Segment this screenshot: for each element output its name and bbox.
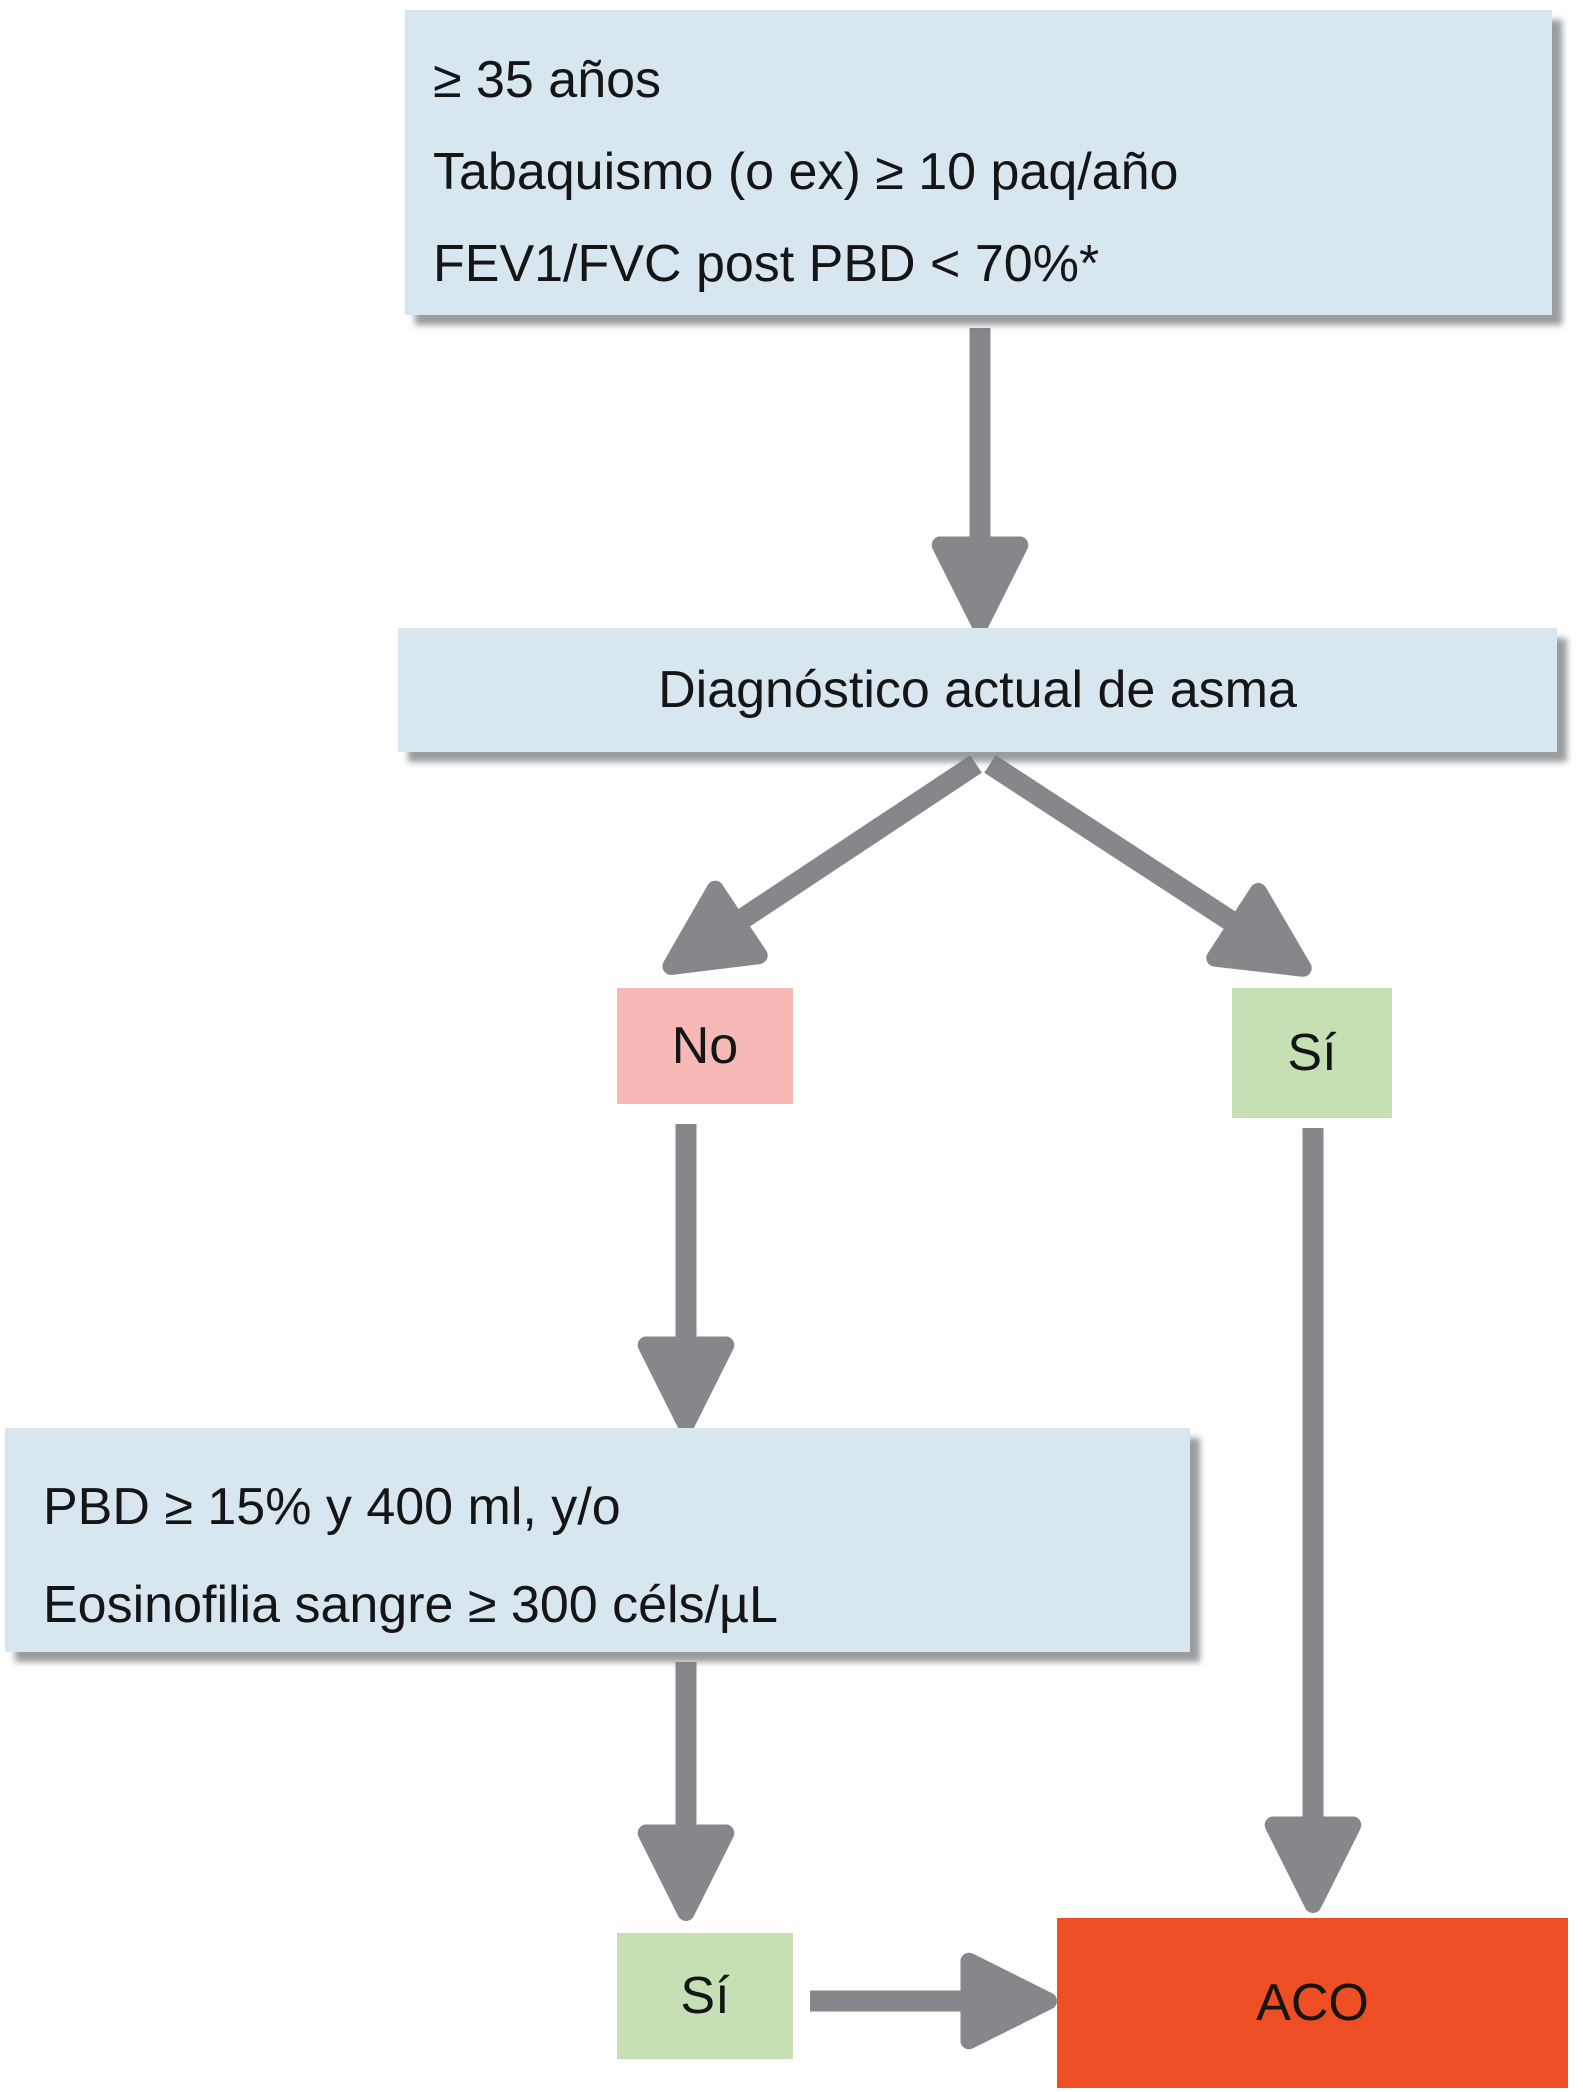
aco-result-box: ACO [1057, 1918, 1568, 2088]
pbd-criteria-box: PBD ≥ 15% y 400 ml, y/o Eosinofilia sang… [5, 1428, 1190, 1652]
no-label: No [671, 1017, 739, 1075]
criteria-line-smoking: Tabaquismo (o ex) ≥ 10 paq/año [433, 143, 1179, 201]
criteria-line-age: ≥ 35 años [433, 51, 662, 109]
criteria-box: ≥ 35 años Tabaquismo (o ex) ≥ 10 paq/año… [405, 10, 1552, 315]
no-box: No [617, 988, 793, 1104]
si-bottom-box: Sí [617, 1933, 793, 2059]
pbd-line-eosinophilia: Eosinofilia sangre ≥ 300 céls/µL [43, 1576, 778, 1634]
arrow-diagnosis-to-no [662, 755, 982, 975]
diagnosis-box: Diagnóstico actual de asma [398, 628, 1557, 752]
si-bottom-label: Sí [680, 1967, 730, 2025]
aco-label: ACO [1256, 1974, 1369, 2032]
arrow-diagnosis-to-si [984, 755, 1312, 977]
criteria-line-spirometry: FEV1/FVC post PBD < 70%* [433, 235, 1100, 293]
si-right-label: Sí [1287, 1024, 1337, 1082]
si-right-box: Sí [1232, 988, 1392, 1118]
diagnosis-label: Diagnóstico actual de asma [658, 661, 1297, 719]
pbd-line-reversibility: PBD ≥ 15% y 400 ml, y/o [43, 1478, 621, 1536]
